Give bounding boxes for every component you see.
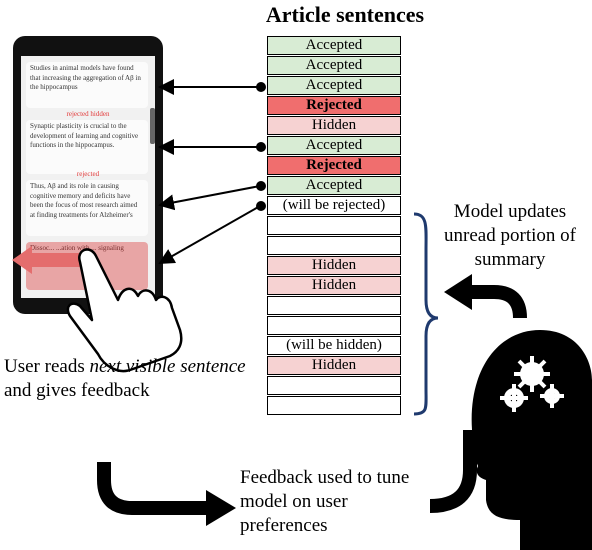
user-caption-emphasis: next visible sentence xyxy=(89,356,246,377)
user-caption: User reads next visible sentence and giv… xyxy=(4,355,254,403)
sentence-cell-accepted: Accepted xyxy=(267,36,401,55)
sentence-cell-blank xyxy=(267,216,401,235)
sentence-cell-blank xyxy=(267,296,401,315)
head-gears-icon xyxy=(471,330,592,550)
diagram-title: Article sentences xyxy=(265,2,425,27)
arrow-anchors xyxy=(256,82,266,211)
sentence-cell-hidden: Hidden xyxy=(267,256,401,275)
feedback-mark: rejected hidden xyxy=(66,110,110,118)
hand-pointer-icon xyxy=(66,248,183,373)
user-caption-suffix: and gives feedback xyxy=(4,380,150,401)
sentence-cell-hidden: Hidden xyxy=(267,116,401,135)
sentence-cell-blank xyxy=(267,236,401,255)
model-caption: Model updates unread portion of summary xyxy=(444,201,576,270)
sentence-cell-hidden: Hidden xyxy=(267,276,401,295)
sentence-cell-accepted: Accepted xyxy=(267,76,401,95)
sentence-cell-accepted: Accepted xyxy=(267,176,401,195)
sentence-cell-accepted: Accepted xyxy=(267,56,401,75)
unread-bracket xyxy=(413,212,439,416)
sentence-cell-blank: (will be hidden) xyxy=(267,336,401,355)
feedback-mark: rejected xyxy=(76,170,100,178)
sentence-cell-blank xyxy=(267,376,401,395)
sentence-cell-accepted: Accepted xyxy=(267,136,401,155)
mapping-arrows xyxy=(158,79,261,264)
sentence-cell-blank xyxy=(267,396,401,415)
sentence-cell-blank: (will be rejected) xyxy=(267,196,401,215)
summary-card: Synaptic plasticity is crucial to the de… xyxy=(26,120,148,174)
user-caption-prefix: User reads xyxy=(4,356,90,377)
curved-arrow-icon xyxy=(97,462,210,515)
phone-scrollbar xyxy=(150,108,155,144)
sentence-cell-hidden: Hidden xyxy=(267,356,401,375)
sentence-cell-blank xyxy=(267,316,401,335)
feedback-caption: Feedback used to tune model on user pref… xyxy=(240,467,410,536)
summary-card: Studies in animal models have found that… xyxy=(26,62,148,108)
summary-card: Thus, Aβ and its role in causing cogniti… xyxy=(26,180,148,236)
sentence-cell-rejected: Rejected xyxy=(267,156,401,175)
sentence-cell-rejected: Rejected xyxy=(267,96,401,115)
